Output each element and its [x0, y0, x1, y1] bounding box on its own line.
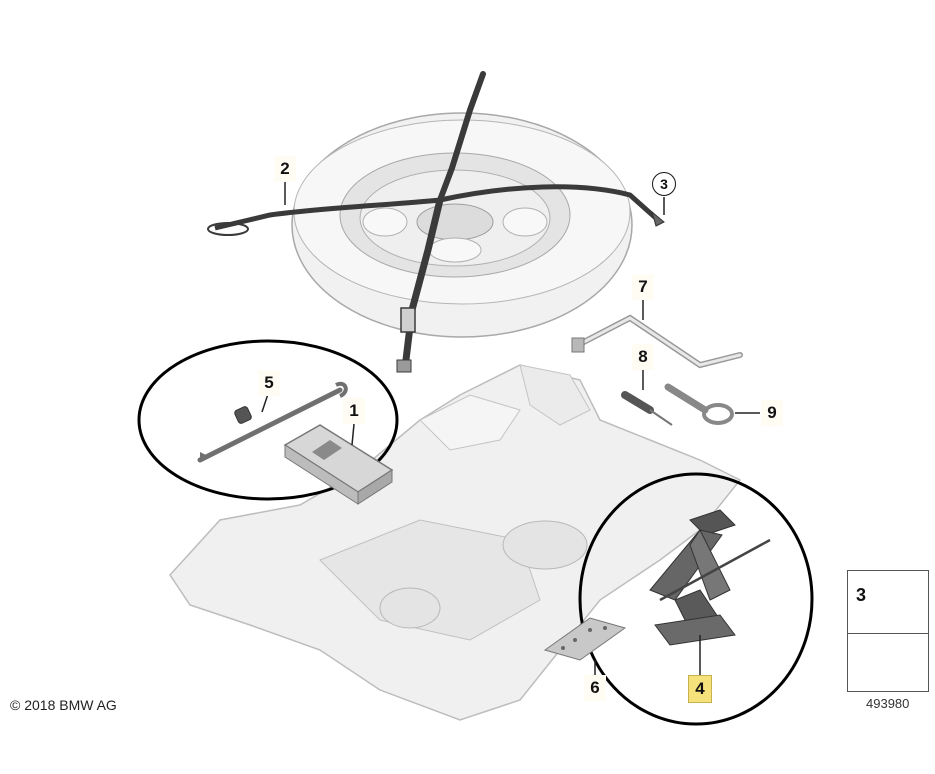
callout-6: 6	[584, 675, 606, 701]
tensioning-strap	[207, 71, 665, 373]
mounting-bracket	[543, 617, 627, 661]
callout-5: 5	[258, 370, 280, 396]
towing-eye	[664, 383, 734, 425]
copyright-text: © 2018 BMW AG	[10, 697, 117, 713]
spare-tyre	[291, 112, 633, 338]
callout-4: 4	[688, 675, 712, 703]
wheel-wrench	[571, 314, 743, 369]
tool-case	[283, 424, 394, 505]
callout-1: 1	[343, 398, 365, 424]
storage-tray	[169, 364, 742, 721]
diagram-id: 493980	[866, 696, 910, 711]
highlight-circle-right	[578, 472, 814, 726]
highlight-circle-left	[137, 339, 399, 501]
callout-7: 7	[632, 274, 654, 300]
towing-eye-tool	[197, 381, 348, 463]
legend-part-number: 3	[856, 585, 867, 605]
callout-3: 3	[652, 172, 676, 196]
callout-9: 9	[761, 400, 783, 426]
legend-box: 3	[847, 570, 929, 692]
screwdriver	[621, 391, 673, 426]
legend-divider	[848, 633, 928, 634]
callout-8: 8	[632, 344, 654, 370]
vehicle-jack	[649, 509, 771, 646]
callout-2: 2	[274, 156, 296, 182]
